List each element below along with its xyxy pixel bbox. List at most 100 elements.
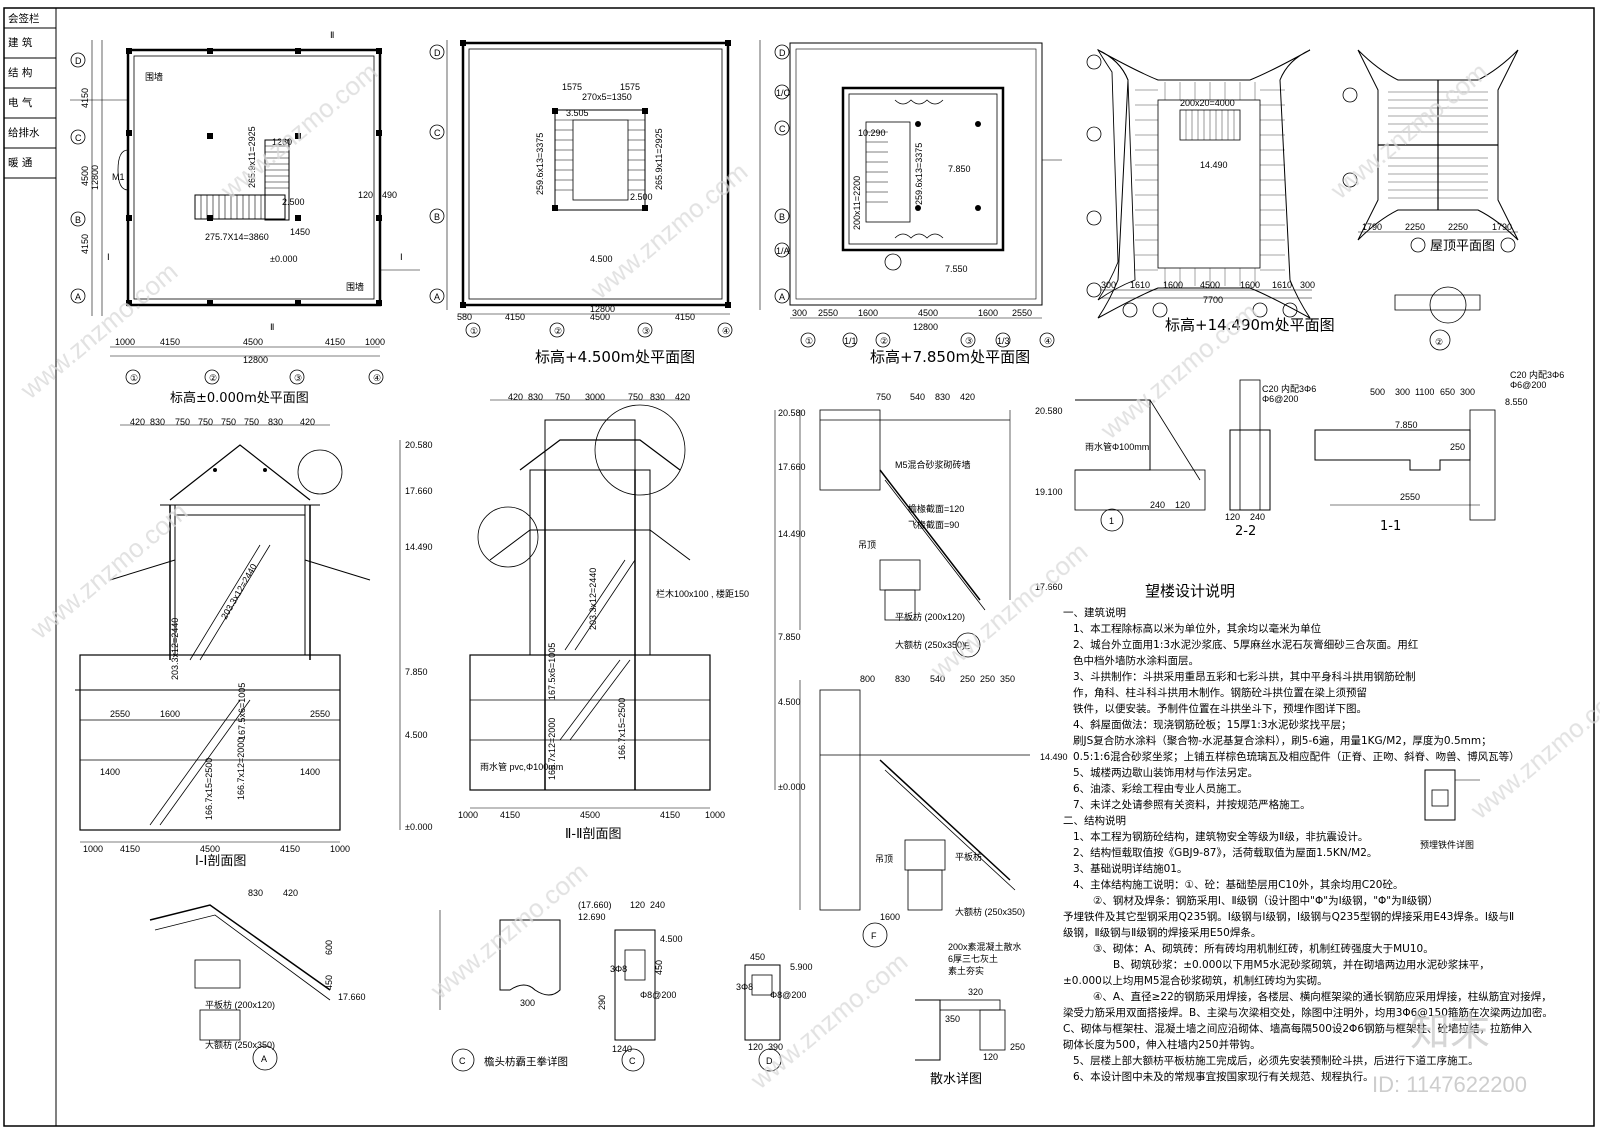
grid-3: ③: [965, 336, 973, 346]
dim-total: 7700: [1203, 295, 1223, 305]
grid-2: ②: [880, 336, 888, 346]
dim: 1450: [290, 227, 310, 237]
dim: 390: [768, 1042, 783, 1052]
elev: 7.850: [405, 667, 428, 677]
stair: 203.3x12=2440: [170, 618, 180, 680]
label: 吊顶: [875, 854, 893, 864]
note-line: 7、未详之处请参照有关资料，并按规范严格施工。: [1073, 798, 1311, 811]
sanshui-caption: 散水详图: [930, 1072, 982, 1087]
dim: 240: [1150, 500, 1165, 510]
dim: 1600: [160, 709, 180, 719]
dim: 4150: [80, 234, 90, 254]
grid-4: ④: [1044, 336, 1052, 346]
section-mark: Ⅰ: [400, 252, 403, 262]
note-line: 二、结构说明: [1063, 814, 1126, 827]
plan-level45: [429, 40, 733, 338]
grid-1-c: 1/C: [776, 88, 791, 98]
label: 200x素混凝土散水: [948, 941, 1022, 952]
dim: 1000: [365, 337, 385, 347]
dim: 1240: [612, 1044, 632, 1054]
sig-row-arch: 建 筑: [8, 36, 33, 49]
dim-total-left: 12800: [90, 165, 100, 190]
dim: 240: [650, 900, 665, 910]
note-line: 铁件，以便安装。予制件位置在斗拱坐斗下，预埋作图详下图。: [1073, 702, 1367, 715]
note-line: B、砌筑砂浆：±0.000以下用M5水泥砂浆砌筑，并在砌墙两边用水泥砂浆抹平，: [1113, 958, 1490, 971]
elev: 12.690: [578, 912, 606, 922]
label: Φ8@200: [770, 990, 806, 1000]
dim: 250: [1450, 442, 1465, 452]
label: C20 内配3Φ6: [1510, 369, 1564, 380]
dim: 420: [300, 417, 315, 427]
dim: 1000: [458, 810, 478, 820]
note-line: 予埋铁件及其它型钢采用Q235钢。Ⅰ级钢与Ⅰ级钢，Ⅰ级钢与Q235型钢的焊接采用…: [1063, 910, 1514, 923]
section-1: [75, 424, 401, 843]
elev: 17.660: [405, 486, 433, 496]
detail-e: [799, 409, 1011, 658]
stair-label: 275.7X14=3860: [205, 232, 269, 242]
note-line: 一、建筑说明: [1063, 606, 1126, 619]
detail-c-text: 4.500 3Φ8 Φ8@200 450 290 1240 C: [597, 934, 683, 1066]
detail-c: [614, 929, 656, 1072]
elev: 4.500: [405, 730, 428, 740]
section-2-caption: Ⅱ-Ⅱ剖面图: [565, 827, 622, 842]
label: 飞椽截面=90: [908, 519, 959, 530]
detail-f-caption: F: [871, 931, 877, 941]
label: 平板枋: [955, 851, 982, 862]
detail-b: [439, 910, 561, 1072]
elev: 7.850: [778, 632, 801, 642]
design-notes: 望楼设计说明 一、建筑说明 1、本工程除标高以米为单位外，其余均以毫米为单位 2…: [1063, 582, 1553, 1083]
dim: 300: [520, 998, 535, 1008]
watermark-brand: 知末: [1410, 1009, 1490, 1055]
grid-2: ②: [209, 373, 217, 383]
elev: 14.490: [1040, 752, 1068, 762]
dim: 120: [748, 1042, 763, 1052]
detail-f-text: 800 830 540 250 250 350 14.490 1600 吊顶 平…: [860, 674, 1068, 941]
detail-c-caption: C: [629, 1056, 636, 1066]
label: Φ6@200: [1510, 380, 1546, 390]
detail-sanshui-text: 200x素混凝土散水 6厚三七灰土 素土夯实 320 350 120 250 散…: [930, 941, 1025, 1087]
dim: 540: [910, 392, 925, 402]
dim: 250: [960, 674, 975, 684]
dim: 250: [980, 674, 995, 684]
stair-label-2: 265.9x11=2925: [247, 126, 257, 188]
note-line: ±0.000以上均用M5混合砂浆砌筑，机制红砖均为实砌。: [1063, 974, 1328, 987]
dim: 750: [175, 417, 190, 427]
grid-3: ③: [294, 373, 302, 383]
dim: 450: [654, 960, 664, 975]
dim: 2250: [1405, 222, 1425, 232]
dim-total: 12800: [913, 322, 938, 332]
detail-b-text: (17.660) 12.690 120 240 300 C 檐头枋霸王拳详图: [459, 900, 665, 1068]
detail-1-caption: 1: [1109, 516, 1114, 526]
plan-ground-text: ① ② ③ ④ A B C D 1000 4150 4500 4150 1000…: [75, 30, 403, 406]
dim: 1610: [1272, 280, 1292, 290]
dim: 120: [358, 190, 373, 200]
dim: 420: [675, 392, 690, 402]
note-line: ②、钢材及焊条：钢筋采用Ⅰ、Ⅱ级钢（设计图中"Φ"为Ⅰ级钢，"Φ"为Ⅱ级钢）: [1093, 894, 1438, 907]
detail-22-caption: 2-2: [1235, 524, 1256, 539]
grid-c: C: [779, 124, 786, 134]
elev-label-3: 3.505: [566, 108, 589, 118]
sig-row-hvac: 暖 通: [8, 156, 33, 169]
dim: 1400: [300, 767, 320, 777]
label: M5混合砂浆砌砖墙: [895, 459, 971, 470]
note-line: ③、砌体：A、砌筑砖：所有砖均用机制红砖，机制红砖强度大于MU10。: [1093, 942, 1434, 955]
door-label: M1: [112, 172, 125, 182]
dim: 2550: [110, 709, 130, 719]
stair: 166.7x15=2500: [204, 758, 214, 820]
dim: 1790: [1492, 222, 1512, 232]
note-line: 色中档外墙防水涂料面层。: [1073, 654, 1199, 667]
dim: 1600: [858, 308, 878, 318]
sig-row-struct: 结 构: [8, 66, 32, 79]
grid-1-1: 1/1: [844, 336, 857, 346]
signature-block: 会签栏 建 筑 结 构 电 气 给排水 暖 通: [3, 7, 57, 179]
label: 3Φ8: [610, 964, 627, 974]
note-line: 3、基础说明详结施01。: [1073, 862, 1188, 875]
dim: 750: [628, 392, 643, 402]
stair: 203.3x12=2440: [588, 568, 598, 630]
detail-a-text: 830 420 17.660 平板枋 (200x120) 大额枋 (250x35…: [205, 888, 366, 1064]
dim: 4500: [243, 337, 263, 347]
dim: 300: [792, 308, 807, 318]
dim: 4500: [80, 166, 90, 186]
elev: 7.850: [1395, 420, 1418, 430]
